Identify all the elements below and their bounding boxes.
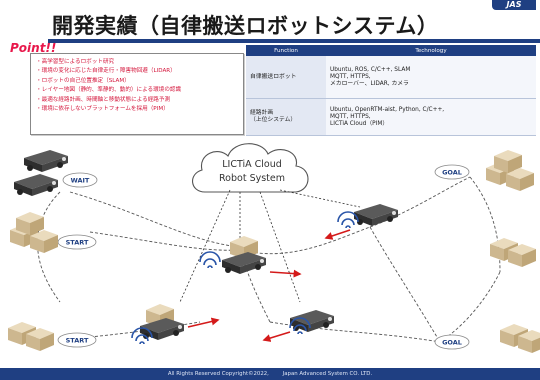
tech-line: MQTT, HTTPS, (330, 113, 371, 120)
robot-wait-1 (24, 150, 68, 172)
cargo-stack-right-top (486, 150, 534, 191)
goal-label-bottom: GOAL (434, 334, 470, 350)
point-item: ・環境に依存しないプラットフォームを採用（PIM） (36, 106, 169, 113)
category-line: （上位システム） (250, 117, 297, 123)
robot-bottom-left (131, 304, 184, 345)
cargo-stack-right-mid (490, 238, 536, 267)
spec-table: Function Technology 自律搬送ロボット Ubuntu, ROS… (246, 45, 536, 136)
svg-text:GOAL: GOAL (442, 169, 462, 177)
page-title: 開発実績（自律搬送ロボットシステム） (52, 14, 439, 38)
cloud-links (179, 189, 361, 303)
company-logo: JAS (492, 0, 536, 10)
svg-text:START: START (66, 337, 89, 345)
point-list: ・高学習型によるロボット研究 ・環境の変化に応じた自律走行・障害物回避（LIDA… (36, 58, 244, 114)
row-technology: Ubuntu, ROS, C/C++, SLAM MQTT, HTTPS, メカ… (326, 56, 536, 99)
point-item: ・最適な経路計画、時間軸と移動状態による経路予測 (36, 96, 171, 103)
robot-wait-2 (14, 174, 58, 196)
wait-label: WAIT (62, 172, 98, 188)
start-label-bottom: START (57, 332, 97, 348)
footer-copyright: All Rights Reserved Copyright©2022, (167, 371, 269, 377)
robot-right (337, 204, 398, 229)
svg-text:WAIT: WAIT (71, 177, 90, 185)
robot-system-diagram: LICTiA Cloud Robot System WAIT START STA… (8, 143, 540, 353)
category-line: 経路計画 (250, 110, 274, 116)
point-item: ・環境の変化に応じた自律走行・障害物回避（LIDAR） (36, 68, 176, 75)
start-label-top: START (57, 234, 97, 250)
svg-text:GOAL: GOAL (442, 339, 462, 347)
tech-line: Ubuntu, ROS, C/C++, SLAM (330, 66, 411, 73)
point-item: ・ロボットの自己位置推定（SLAM） (36, 77, 130, 84)
goal-label-top: GOAL (434, 164, 470, 180)
robot-center (199, 236, 266, 274)
title-divider (48, 39, 540, 43)
header-technology: Technology (326, 45, 536, 56)
point-label: Point!! (10, 41, 57, 55)
point-item: ・高学習型によるロボット研究 (36, 59, 115, 65)
tech-line: Ubuntu, OpenRTM-aist, Python, C/C++, (330, 106, 445, 113)
footer-company: Japan Advanced System CO. LTD. (282, 371, 373, 377)
cloud-label-line1: LICTiA Cloud (222, 159, 282, 170)
tech-line: メカローバー、LIDAR, カメラ (330, 80, 409, 87)
table-row: 自律搬送ロボット Ubuntu, ROS, C/C++, SLAM MQTT, … (246, 56, 536, 99)
robot-bottom-right (289, 310, 334, 335)
movement-arrows (187, 229, 351, 342)
table-header-row: Function Technology (246, 45, 536, 56)
cargo-stack-left-top (10, 212, 58, 253)
tech-line: MQTT, HTTPS, (330, 73, 371, 80)
footer: All Rights Reserved Copyright©2022, Japa… (0, 368, 540, 380)
point-item: ・レイヤー地図（静的、準静的、動的）による環境の認識 (36, 87, 182, 94)
cargo-stack-right-bottom (500, 324, 540, 353)
table-row: 経路計画 （上位システム） Ubuntu, OpenRTM-aist, Pyth… (246, 98, 536, 136)
point-box (30, 53, 244, 135)
header-function: Function (246, 45, 326, 56)
cloud-label-line2: Robot System (219, 173, 285, 184)
cargo-stack-left-bottom (8, 322, 54, 351)
cloud: LICTiA Cloud Robot System (192, 143, 309, 193)
svg-text:START: START (66, 239, 89, 247)
row-technology: Ubuntu, OpenRTM-aist, Python, C/C++, MQT… (326, 98, 536, 136)
tech-line: LICTiA Cloud（PIM） (330, 120, 389, 127)
route-paths (37, 176, 501, 343)
row-category: 経路計画 （上位システム） (246, 98, 326, 136)
row-category: 自律搬送ロボット (246, 56, 326, 99)
